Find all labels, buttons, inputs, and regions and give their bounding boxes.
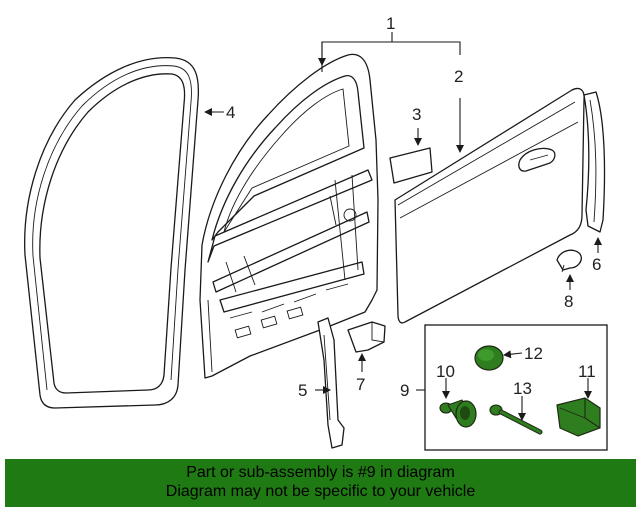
parts-diagram: 1 2 3 4 5 6 7 8 9 10 11 12 13 <box>24 14 608 451</box>
callout-3: 3 <box>412 105 421 124</box>
leader-lines <box>204 32 602 421</box>
highlight-part-13 <box>489 404 543 435</box>
door-shell <box>199 53 379 379</box>
callout-7: 7 <box>356 375 365 394</box>
door-pad <box>389 147 433 184</box>
outer-door-panel <box>394 87 585 324</box>
callout-10: 10 <box>436 362 455 381</box>
highlight-part-11 <box>556 397 601 437</box>
callout-6: 6 <box>592 255 601 274</box>
front-trim-strip <box>317 317 345 449</box>
callout-2: 2 <box>454 67 463 86</box>
notice-banner: Part or sub-assembly is #9 in diagram Di… <box>5 459 636 507</box>
weatherstrip-seal <box>24 57 200 409</box>
callout-5: 5 <box>298 381 307 400</box>
clip-part-8 <box>556 249 582 273</box>
bumper-block-part-7 <box>347 321 386 353</box>
callout-9: 9 <box>400 381 409 400</box>
rear-trim-strip <box>583 91 606 233</box>
highlight-part-10 <box>439 399 477 428</box>
banner-line-1: Part or sub-assembly is #9 in diagram <box>186 464 455 481</box>
callout-labels: 1 2 3 4 5 6 7 8 9 10 11 12 13 <box>226 14 601 400</box>
sub-assembly-9-box <box>424 324 608 451</box>
callout-13: 13 <box>513 379 532 398</box>
callout-4: 4 <box>226 103 235 122</box>
highlight-part-12 <box>474 345 504 371</box>
callout-12: 12 <box>524 344 543 363</box>
callout-1: 1 <box>386 14 395 33</box>
banner-line-2: Diagram may not be specific to your vehi… <box>165 483 476 500</box>
callout-8: 8 <box>564 292 573 311</box>
callout-11: 11 <box>578 362 596 381</box>
